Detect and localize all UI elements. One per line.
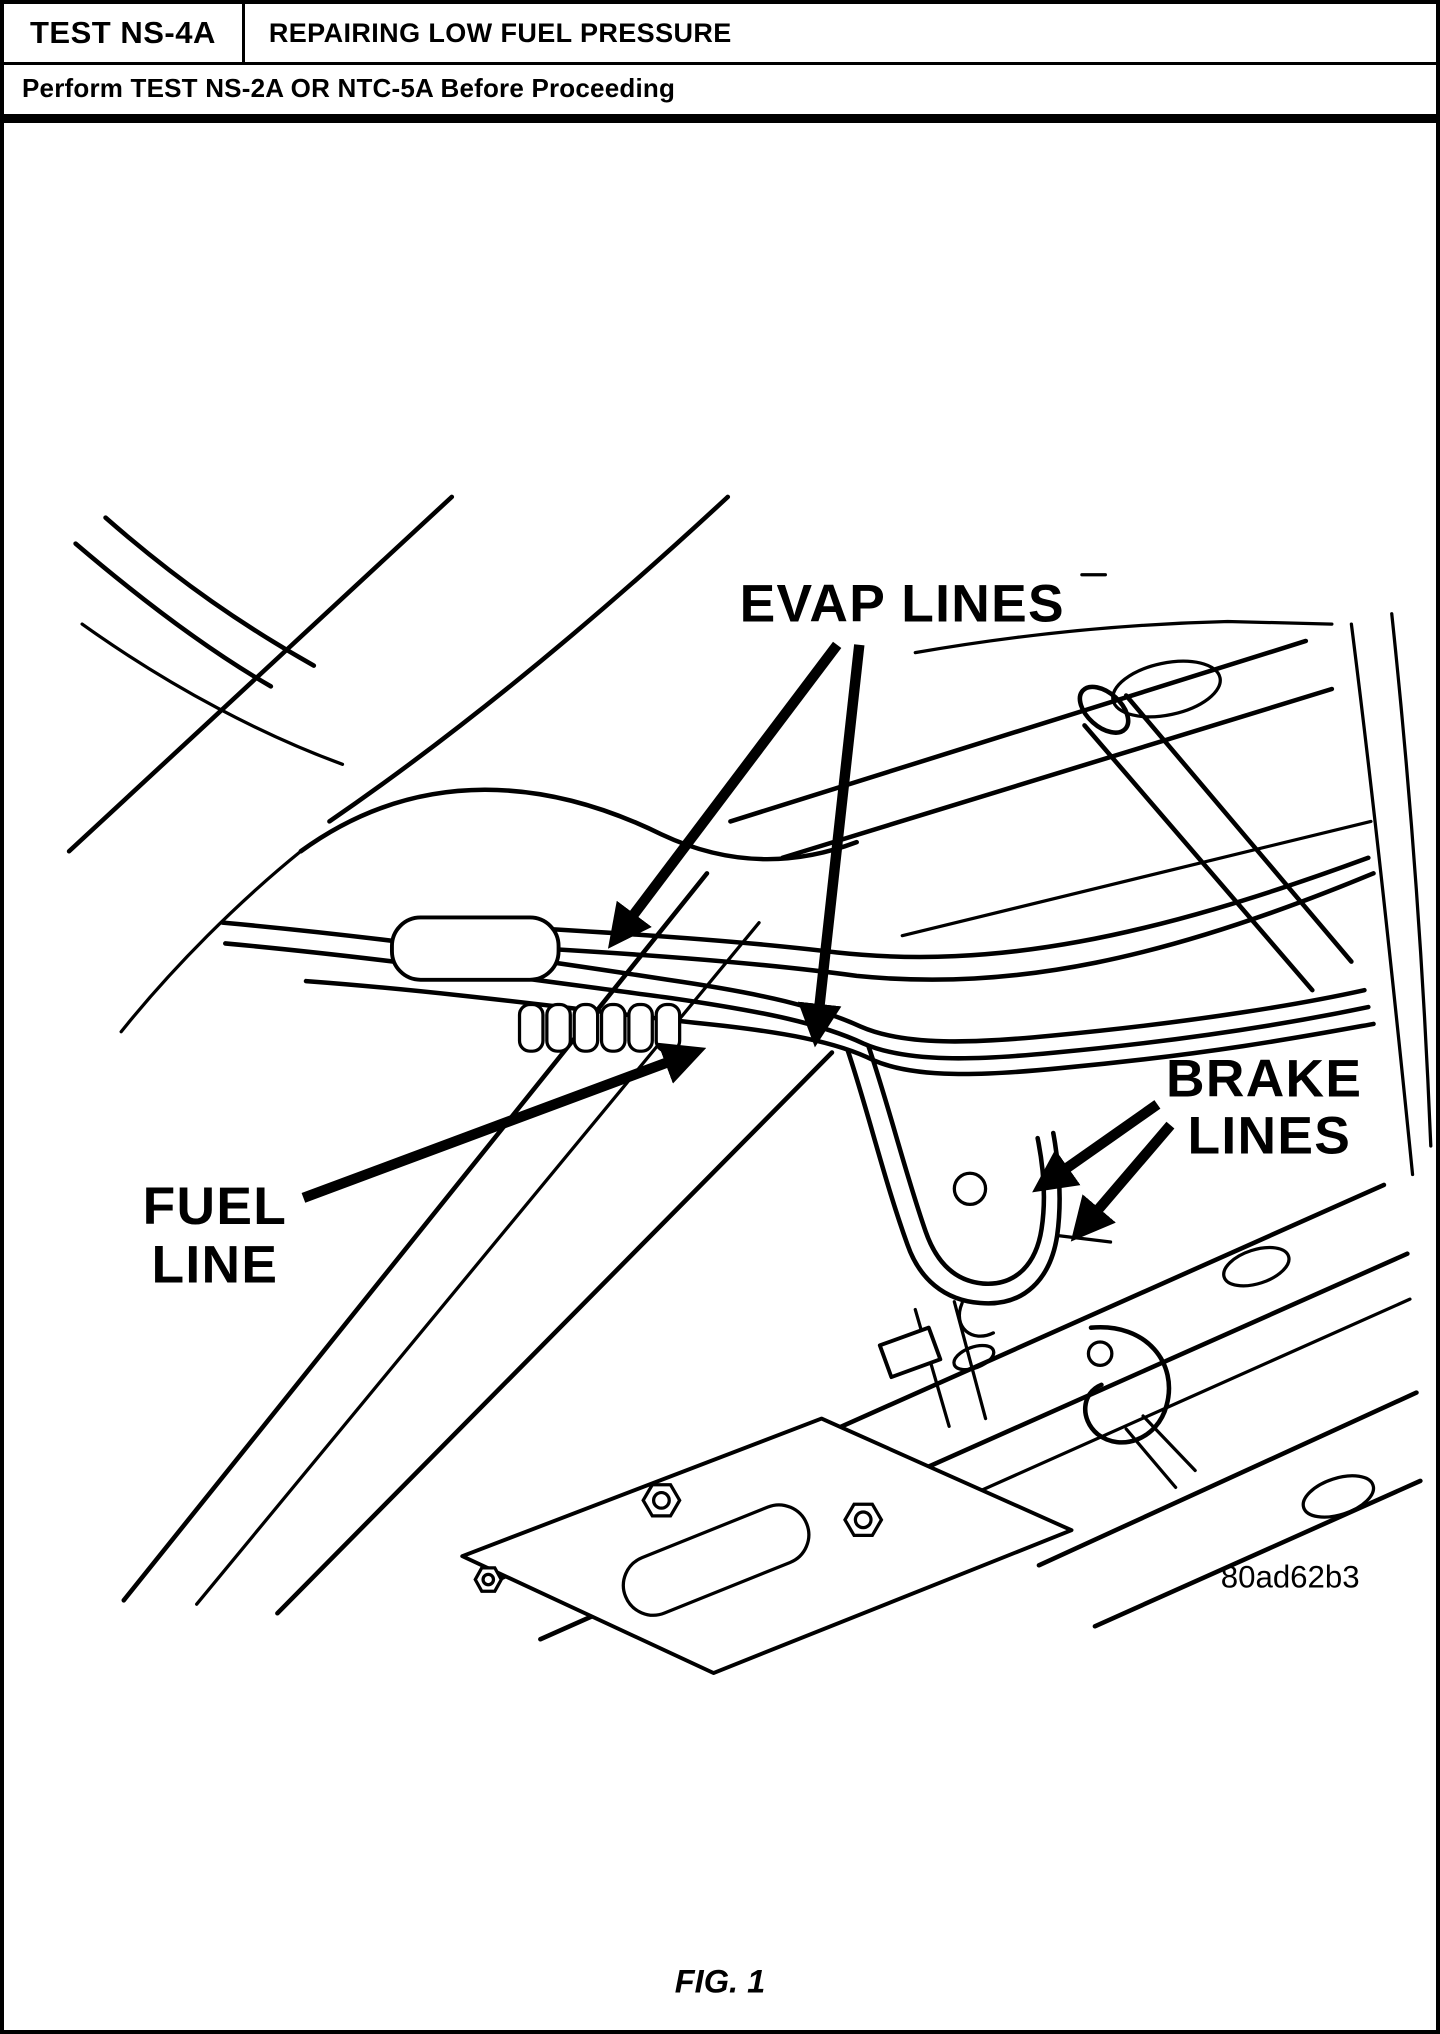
bolt bbox=[641, 1483, 682, 1518]
fuel-arrow bbox=[301, 1042, 707, 1203]
label-fuel-line1: FUEL bbox=[143, 1177, 288, 1236]
brake-arrow-lower bbox=[1070, 1121, 1175, 1242]
stabilizer-bar bbox=[1077, 684, 1354, 993]
header-row-1: TEST NS-4A REPAIRING LOW FUEL PRESSURE bbox=[4, 4, 1436, 65]
brake-line-loop bbox=[845, 1043, 1113, 1338]
label-brake-line1: BRAKE bbox=[1166, 1050, 1362, 1109]
bolt bbox=[843, 1502, 884, 1538]
hanger-curl bbox=[1082, 1325, 1197, 1489]
page-header: TEST NS-4A REPAIRING LOW FUEL PRESSURE P… bbox=[4, 4, 1436, 123]
figure-code: 80ad62b3 bbox=[1221, 1559, 1360, 1594]
evap-arrow-right bbox=[797, 644, 865, 1048]
label-fuel-line2: LINE bbox=[152, 1235, 279, 1294]
corrugated-tube bbox=[517, 1002, 682, 1053]
header-instruction: Perform TEST NS-2A OR NTC-5A Before Proc… bbox=[4, 65, 1436, 123]
figure-area: EVAP LINES BRAKE LINES FUEL LINE 80ad62b… bbox=[4, 123, 1436, 2030]
skid-plate bbox=[460, 1416, 1074, 1675]
brake-arrow-upper bbox=[1032, 1100, 1161, 1193]
page-title: REPAIRING LOW FUEL PRESSURE bbox=[268, 17, 732, 48]
callout-arrows bbox=[301, 641, 1175, 1242]
test-id-box: TEST NS-4A bbox=[4, 4, 245, 62]
label-evap-lines: EVAP LINES bbox=[740, 575, 1065, 634]
callout-labels: EVAP LINES BRAKE LINES FUEL LINE 80ad62b… bbox=[143, 575, 1362, 2000]
floor-pan-edges bbox=[728, 573, 1433, 1177]
label-brake-line2: LINES bbox=[1188, 1107, 1352, 1166]
bolt bbox=[473, 1566, 504, 1593]
underbody-illustration: EVAP LINES BRAKE LINES FUEL LINE 80ad62b… bbox=[66, 494, 1433, 2000]
figure-caption: FIG. 1 bbox=[675, 1963, 765, 1999]
line-clip bbox=[389, 915, 561, 982]
evap-arrow-left bbox=[607, 641, 842, 949]
